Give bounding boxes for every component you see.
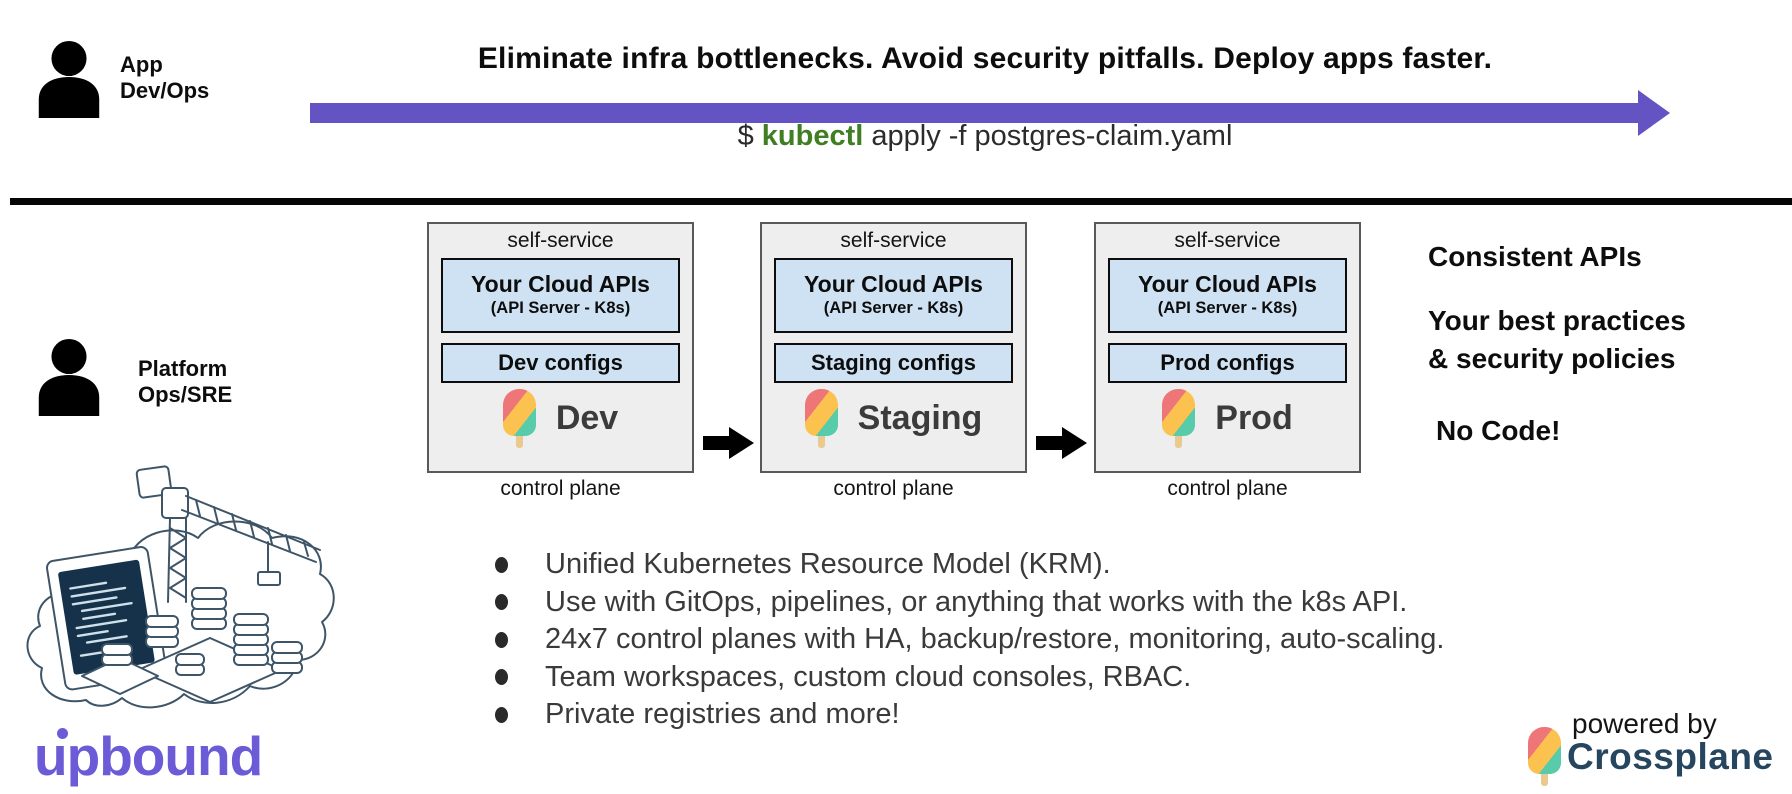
bullet-icon: [495, 594, 508, 611]
control-plane-caption: control plane: [1167, 477, 1288, 500]
env-name: Staging: [857, 399, 983, 437]
bullet-icon: [495, 631, 508, 648]
app-dev-line2: Dev/Ops: [120, 78, 210, 103]
cloud-apis-box: Your Cloud APIs (API Server - K8s): [441, 258, 680, 333]
env-name: Dev: [555, 399, 619, 437]
list-item: 24x7 control planes with HA, backup/rest…: [495, 621, 1444, 659]
control-plane-box-prod: self-service Your Cloud APIs (API Server…: [1094, 222, 1361, 473]
platform-ops-persona-label: Platform Ops/SRE: [138, 356, 232, 408]
purple-arrow-head-icon: [1638, 90, 1670, 136]
section-divider: [10, 198, 1792, 205]
control-plane-caption: control plane: [500, 477, 621, 500]
benefit-no-code: No Code!: [1436, 415, 1561, 446]
command-prompt: $: [737, 120, 762, 152]
powered-by-label: powered by: [1572, 708, 1717, 739]
list-item: Use with GitOps, pipelines, or anything …: [495, 584, 1444, 622]
arrow-staging-to-prod-icon: [1036, 427, 1088, 459]
upbound-logo-dot: [57, 728, 68, 739]
cloud-apis-subtitle: (API Server - K8s): [490, 299, 631, 317]
list-item: Unified Kubernetes Resource Model (KRM).: [495, 546, 1444, 584]
self-service-label: self-service: [1174, 229, 1281, 252]
benefit-best-practices: Your best practices & security policies: [1428, 305, 1686, 374]
benefit-consistent-apis: Consistent APIs: [1428, 241, 1642, 272]
platform-ops-persona-icon: [30, 336, 108, 416]
cloud-apis-title: Your Cloud APIs: [1138, 271, 1317, 297]
configs-box: Prod configs: [1108, 343, 1347, 383]
bullet-icon: [495, 706, 508, 723]
headline: Eliminate infra bottlenecks. Avoid secur…: [477, 42, 1493, 75]
popsicle-icon: [804, 389, 838, 448]
control-plane-box-dev: self-service Your Cloud APIs (API Server…: [427, 222, 694, 473]
upbound-logo: upbound: [34, 725, 263, 787]
kubectl-command: $ kubectl apply -f postgres-claim.yaml: [310, 120, 1660, 153]
command-args: apply -f postgres-claim.yaml: [863, 120, 1233, 152]
person-icon: [38, 40, 100, 118]
arrow-dev-to-staging-icon: [703, 427, 755, 459]
purple-arrow-shaft: [310, 103, 1640, 123]
cloud-apis-title: Your Cloud APIs: [804, 271, 983, 297]
cloud-apis-box: Your Cloud APIs (API Server - K8s): [774, 258, 1013, 333]
platform-line1: Platform: [138, 356, 228, 381]
env-name: Prod: [1215, 399, 1293, 437]
person-icon: [38, 338, 100, 416]
cloud-apis-subtitle: (API Server - K8s): [823, 299, 964, 317]
self-service-label: self-service: [507, 229, 614, 252]
popsicle-icon: [502, 389, 536, 448]
list-item: Private registries and more!: [495, 696, 1444, 734]
app-dev-persona-icon: [30, 38, 108, 118]
control-plane-box-staging: self-service Your Cloud APIs (API Server…: [760, 222, 1027, 473]
cloud-apis-box: Your Cloud APIs (API Server - K8s): [1108, 258, 1347, 333]
popsicle-icon: [1162, 389, 1196, 448]
platform-line2: Ops/SRE: [138, 382, 233, 407]
cloud-apis-title: Your Cloud APIs: [471, 271, 650, 297]
bullet-icon: [495, 669, 508, 686]
crossplane-popsicle-icon: [1528, 727, 1561, 786]
crossplane-logo-text: Crossplane: [1567, 736, 1774, 777]
command-keyword: kubectl: [761, 120, 864, 152]
bullet-icon: [495, 556, 508, 573]
cloud-apis-subtitle: (API Server - K8s): [1157, 299, 1298, 317]
self-service-label: self-service: [840, 229, 947, 252]
list-item: Team workspaces, custom cloud consoles, …: [495, 659, 1444, 697]
control-plane-caption: control plane: [833, 477, 954, 500]
app-dev-line1: App: [120, 52, 163, 77]
feature-list: Unified Kubernetes Resource Model (KRM).…: [495, 546, 1444, 734]
configs-box: Dev configs: [441, 343, 680, 383]
configs-box: Staging configs: [774, 343, 1013, 383]
upbound-cloud-illustration: [20, 432, 335, 737]
app-dev-persona-label: App Dev/Ops: [120, 52, 209, 104]
